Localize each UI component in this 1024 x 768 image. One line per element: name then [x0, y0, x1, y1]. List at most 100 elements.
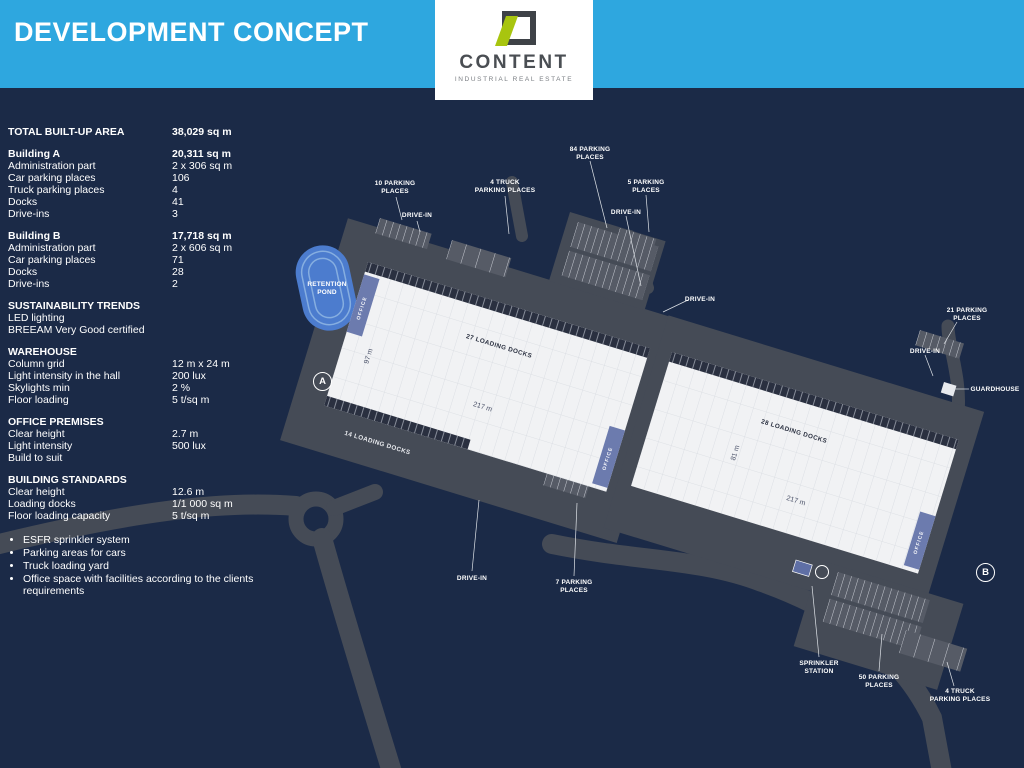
section-sustainability: SUSTAINABILITY TRENDS LED lighting BREEA… [8, 300, 263, 336]
parking-lot-84 [561, 222, 659, 301]
bullet-item: ESFR sprinkler system [23, 534, 263, 546]
section-warehouse: WAREHOUSE Column grid 12 m x 24 m Light i… [8, 346, 263, 406]
label-parking-21: 21 PARKING PLACES [946, 307, 988, 322]
section-title: Building A [8, 148, 61, 160]
spec-value: 12 m x 24 m [172, 358, 230, 370]
section-title: SUSTAINABILITY TRENDS [8, 300, 141, 312]
spec-label: Light intensity in the hall [8, 370, 121, 382]
page-title: DEVELOPMENT CONCEPT [14, 17, 369, 47]
spec-value: 5 t/sq m [172, 394, 210, 406]
spec-label: Administration part [8, 160, 96, 172]
spec-label: Drive-ins [8, 208, 50, 220]
parking-lots [375, 218, 968, 672]
guardhouse-building [940, 382, 957, 397]
spec-value: 2.7 m [172, 428, 199, 440]
parking-lot-21 [915, 330, 964, 359]
spec-label: BREEAM Very Good certified [8, 324, 145, 336]
sprinkler-marker-icon [815, 565, 829, 579]
spec-label: TOTAL BUILT-UP AREA [8, 126, 125, 138]
spec-value: 2 x 306 sq m [172, 160, 233, 172]
label-parking-50: 50 PARKING PLACES [858, 674, 900, 689]
bullet-item: Truck loading yard [23, 560, 263, 572]
spec-value: 4 [172, 184, 178, 196]
office-block-a-right [592, 425, 625, 488]
spec-value: 106 [172, 172, 190, 184]
spec-value: 500 lux [172, 440, 206, 452]
label-sprinkler-station: SPRINKLER STATION [799, 660, 839, 675]
spec-panel: TOTAL BUILT-UP AREA 38,029 sq m Building… [8, 126, 263, 598]
building-b-marker: B [976, 563, 995, 582]
sprinkler-station-building [792, 559, 813, 577]
spec-value: 38,029 sq m [172, 126, 232, 138]
building-a-marker: A [313, 372, 332, 391]
spec-value: 2 [172, 278, 178, 290]
label-drive-in-5: DRIVE-IN [456, 575, 488, 582]
building-a: OFFICE OFFICE 27 LOADING DOCKS 14 LOADIN… [324, 262, 651, 492]
section-building-a: Building A 20,311 sq m Administration pa… [8, 148, 263, 220]
dim-b-width: 81 m [730, 444, 741, 461]
spec-value: 5 t/sq m [172, 510, 210, 522]
label-parking-10: 10 PARKING PLACES [374, 180, 416, 195]
section-standards: BUILDING STANDARDS Clear height 12.6 m Lo… [8, 474, 263, 522]
label-parking-5: 5 PARKING PLACES [627, 179, 665, 194]
truck-parking-lot-bottom [898, 630, 968, 672]
section-title: WAREHOUSE [8, 346, 77, 358]
office-block-a-left [346, 274, 380, 337]
logo-name: CONTENT [459, 52, 569, 73]
label-retention-pond: RETENTION POND [307, 281, 347, 296]
spec-value: 71 [172, 254, 184, 266]
retention-pond [295, 245, 357, 331]
label-truck-parking-top: 4 TRUCK PARKING PLACES [474, 179, 536, 194]
spec-label: Car parking places [8, 172, 96, 184]
truck-parking-lot-top [446, 239, 512, 278]
parking-lot-7 [543, 470, 591, 499]
spec-value: 17,718 sq m [172, 230, 232, 242]
label-guardhouse: GUARDHOUSE [970, 386, 1020, 393]
section-total: TOTAL BUILT-UP AREA 38,029 sq m [8, 126, 263, 138]
bullet-item: Office space with facilities according t… [23, 573, 263, 597]
spec-value: 20,311 sq m [172, 148, 231, 160]
spec-label: Clear height [8, 486, 65, 498]
logo-mark-icon [495, 11, 536, 46]
parking-lot-50 [822, 572, 930, 650]
label-truck-parking-bottom: 4 TRUCK PARKING PLACES [929, 688, 991, 703]
spec-label: Loading docks [8, 498, 76, 510]
spec-label: Clear height [8, 428, 65, 440]
label-parking-7: 7 PARKING PLACES [555, 579, 593, 594]
spec-value: 12.6 m [172, 486, 205, 498]
spec-label: Truck parking places [8, 184, 105, 196]
feature-bullet-list: ESFR sprinkler system Parking areas for … [8, 534, 263, 597]
section-title: Building B [8, 230, 61, 242]
label-drive-in-1: DRIVE-IN [401, 212, 433, 219]
section-building-b: Building B 17,718 sq m Administration pa… [8, 230, 263, 290]
spec-label: Floor loading [8, 394, 69, 406]
spec-label: LED lighting [8, 312, 65, 324]
spec-label: Docks [8, 196, 38, 208]
spec-value: 200 lux [172, 370, 206, 382]
spec-label: Drive-ins [8, 278, 50, 290]
section-title: BUILDING STANDARDS [8, 474, 127, 486]
label-drive-in-2: DRIVE-IN [610, 209, 642, 216]
spec-label: Skylights min [8, 382, 70, 394]
spec-label: Administration part [8, 242, 96, 254]
logo-tagline: INDUSTRIAL REAL ESTATE [454, 76, 574, 83]
bullet-item: Parking areas for cars [23, 547, 263, 559]
parking-lot-5 [615, 228, 657, 254]
spec-value: 41 [172, 196, 184, 208]
spec-label: Build to suit [8, 452, 63, 464]
parking-lot-10 [375, 218, 432, 250]
spec-value: 2 % [172, 382, 191, 394]
spec-value: 2 x 606 sq m [172, 242, 233, 254]
spec-label: Column grid [8, 358, 65, 370]
spec-label: Light intensity [8, 440, 73, 452]
dim-a-width: 97 m [363, 348, 374, 365]
label-drive-in-3: DRIVE-IN [684, 296, 716, 303]
spec-label: Car parking places [8, 254, 96, 266]
office-block-b [903, 511, 936, 570]
spec-value: 3 [172, 208, 178, 220]
company-logo: CONTENT INDUSTRIAL REAL ESTATE [435, 0, 593, 100]
spec-value: 1/1 000 sq m [172, 498, 233, 510]
